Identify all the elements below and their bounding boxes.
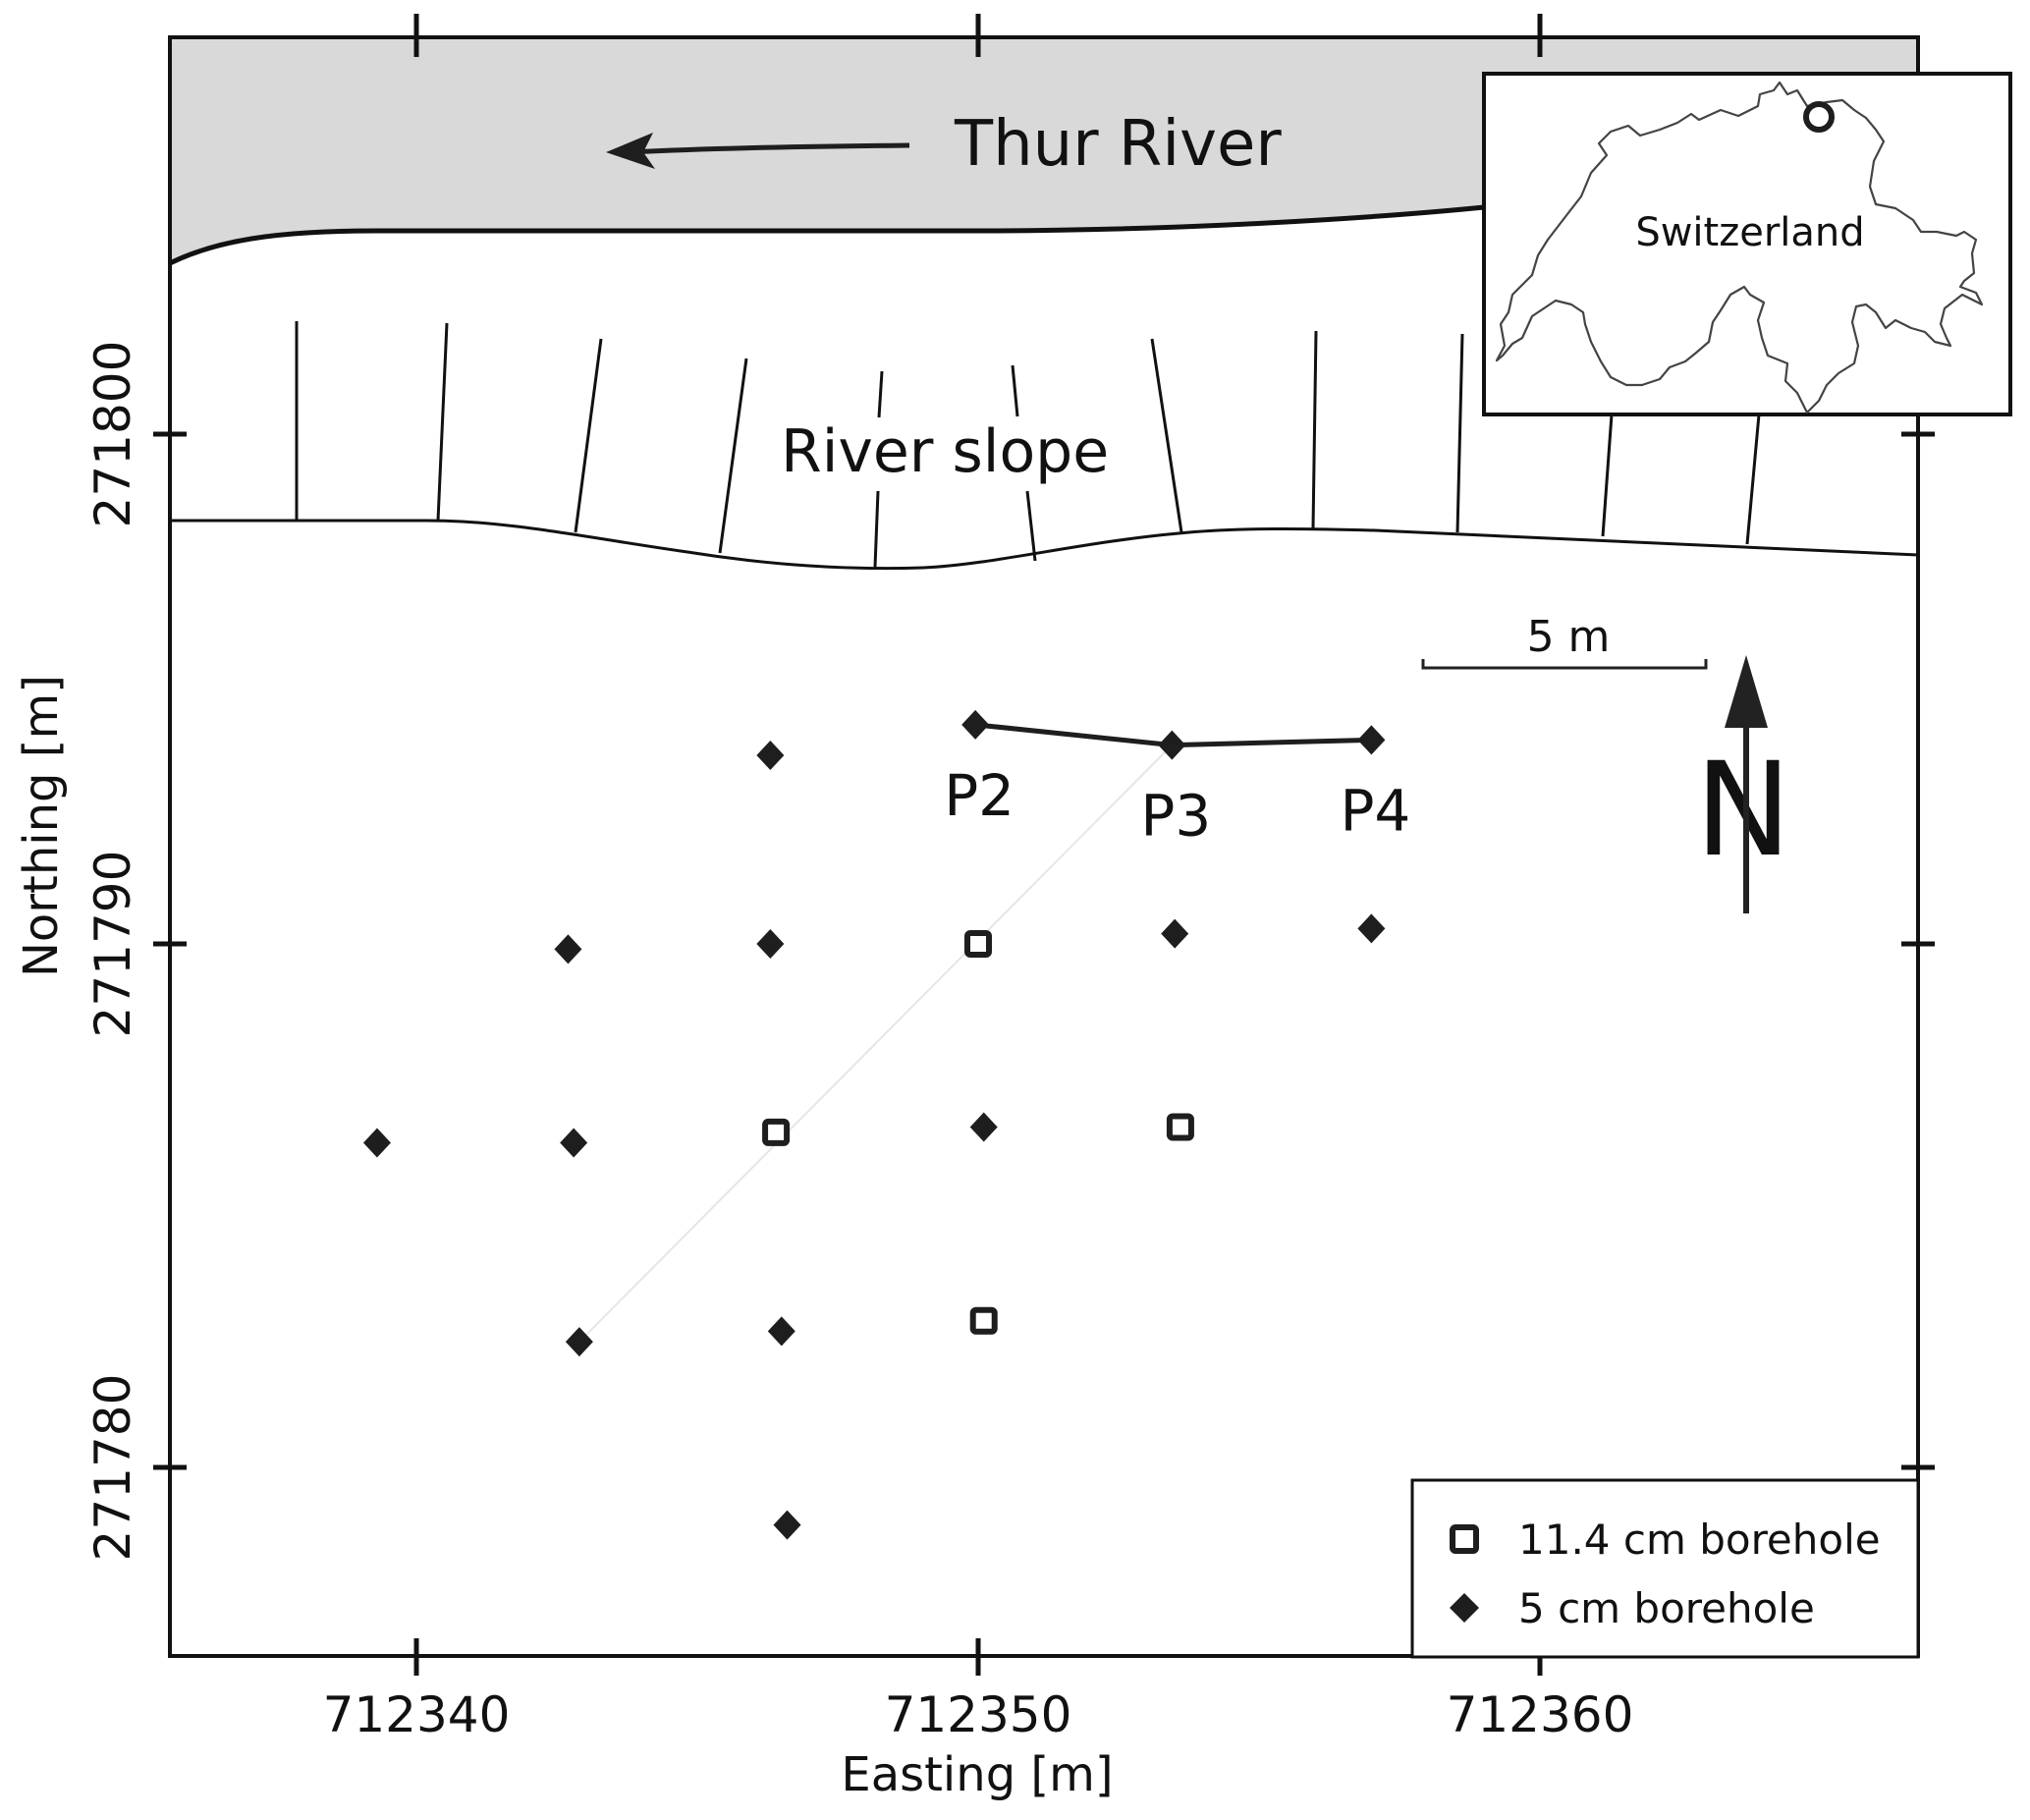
slope-hatch <box>1011 364 1019 417</box>
borehole-small-marker <box>1357 725 1386 755</box>
borehole-large-marker <box>969 1306 998 1335</box>
scale-bar-line <box>1421 659 1708 670</box>
x-axis-title: Easting [m] <box>841 1747 1113 1802</box>
y-tick-label: 271780 <box>84 1374 141 1562</box>
borehole-small-marker <box>756 740 785 770</box>
borehole-markers <box>362 709 1386 1540</box>
legend-diamond-icon <box>1450 1593 1479 1623</box>
slope-hatch <box>718 358 748 554</box>
scale-bar: 5 m <box>1421 612 1708 670</box>
y-tick-label: 271800 <box>84 341 141 528</box>
river-bank-line <box>170 204 1485 266</box>
slope-hatch <box>1455 333 1464 533</box>
slope-hatch <box>877 370 884 418</box>
inset-map: Switzerland <box>1482 72 2012 416</box>
borehole-small-marker <box>560 1128 588 1158</box>
river-label: Thur River <box>954 108 1282 181</box>
borehole-small-marker <box>565 1327 593 1357</box>
slope-hatch <box>1150 338 1183 533</box>
borehole-small-marker <box>767 1316 796 1347</box>
profile-label-p4: P4 <box>1340 777 1410 844</box>
x-tick-label: 712340 <box>323 1686 511 1743</box>
borehole-small-marker <box>773 1510 801 1540</box>
river-flow-arrow <box>606 133 910 169</box>
borehole-small-marker <box>554 934 582 965</box>
slope-label: River slope <box>781 417 1109 486</box>
site-location-marker <box>1803 101 1835 133</box>
borehole-large-marker <box>1166 1113 1194 1141</box>
scale-bar-label: 5 m <box>1527 612 1611 662</box>
north-arrow-icon <box>1725 655 1768 728</box>
borehole-small-marker <box>1357 913 1386 944</box>
borehole-small-marker <box>756 929 785 959</box>
slope-hatch <box>873 490 880 568</box>
y-axis-title: Northing [m] <box>14 675 69 977</box>
slope-hatch <box>1745 414 1761 545</box>
slope-hatch <box>436 322 449 522</box>
borehole-small-marker <box>1161 918 1189 949</box>
river-slope-hatches <box>295 321 1761 568</box>
legend-square-icon <box>1450 1524 1479 1554</box>
borehole-small-marker <box>969 1112 998 1142</box>
y-tick-label: 271790 <box>84 851 141 1038</box>
plot-frame <box>168 35 1920 1658</box>
x-tick-label: 712360 <box>1447 1686 1634 1743</box>
axis-tick-labels: 712340 712350 712360 271800 271790 271780 <box>84 341 1633 1743</box>
slope-hatch <box>574 338 603 533</box>
arrow-left-icon <box>606 133 655 169</box>
legend: 11.4 cm borehole 5 cm borehole <box>1410 1478 1920 1659</box>
profile-label-p3: P3 <box>1140 783 1211 850</box>
borehole-large-marker <box>964 930 992 958</box>
x-tick-label: 712350 <box>885 1686 1072 1743</box>
profile-labels: P2 P3 P4 <box>944 762 1410 850</box>
borehole-large-marker <box>762 1118 791 1146</box>
profile-label-p2: P2 <box>944 762 1015 829</box>
legend-label-large: 11.4 cm borehole <box>1518 1516 1881 1564</box>
switzerland-outline <box>1495 81 1984 414</box>
faint-diagonal-line <box>578 744 1174 1343</box>
slope-hatch <box>1601 414 1614 537</box>
borehole-small-marker <box>961 709 990 740</box>
inset-country-label: Switzerland <box>1635 210 1864 255</box>
north-arrow: N <box>1695 655 1791 913</box>
borehole-small-marker <box>362 1128 391 1158</box>
inset-frame <box>1482 72 2012 416</box>
slope-hatch <box>1025 490 1037 562</box>
borehole-small-marker <box>1158 730 1186 760</box>
slope-hatch <box>1311 330 1318 529</box>
legend-box <box>1410 1478 1920 1659</box>
legend-label-small: 5 cm borehole <box>1518 1584 1815 1632</box>
river-slope-boundary <box>170 519 1918 571</box>
